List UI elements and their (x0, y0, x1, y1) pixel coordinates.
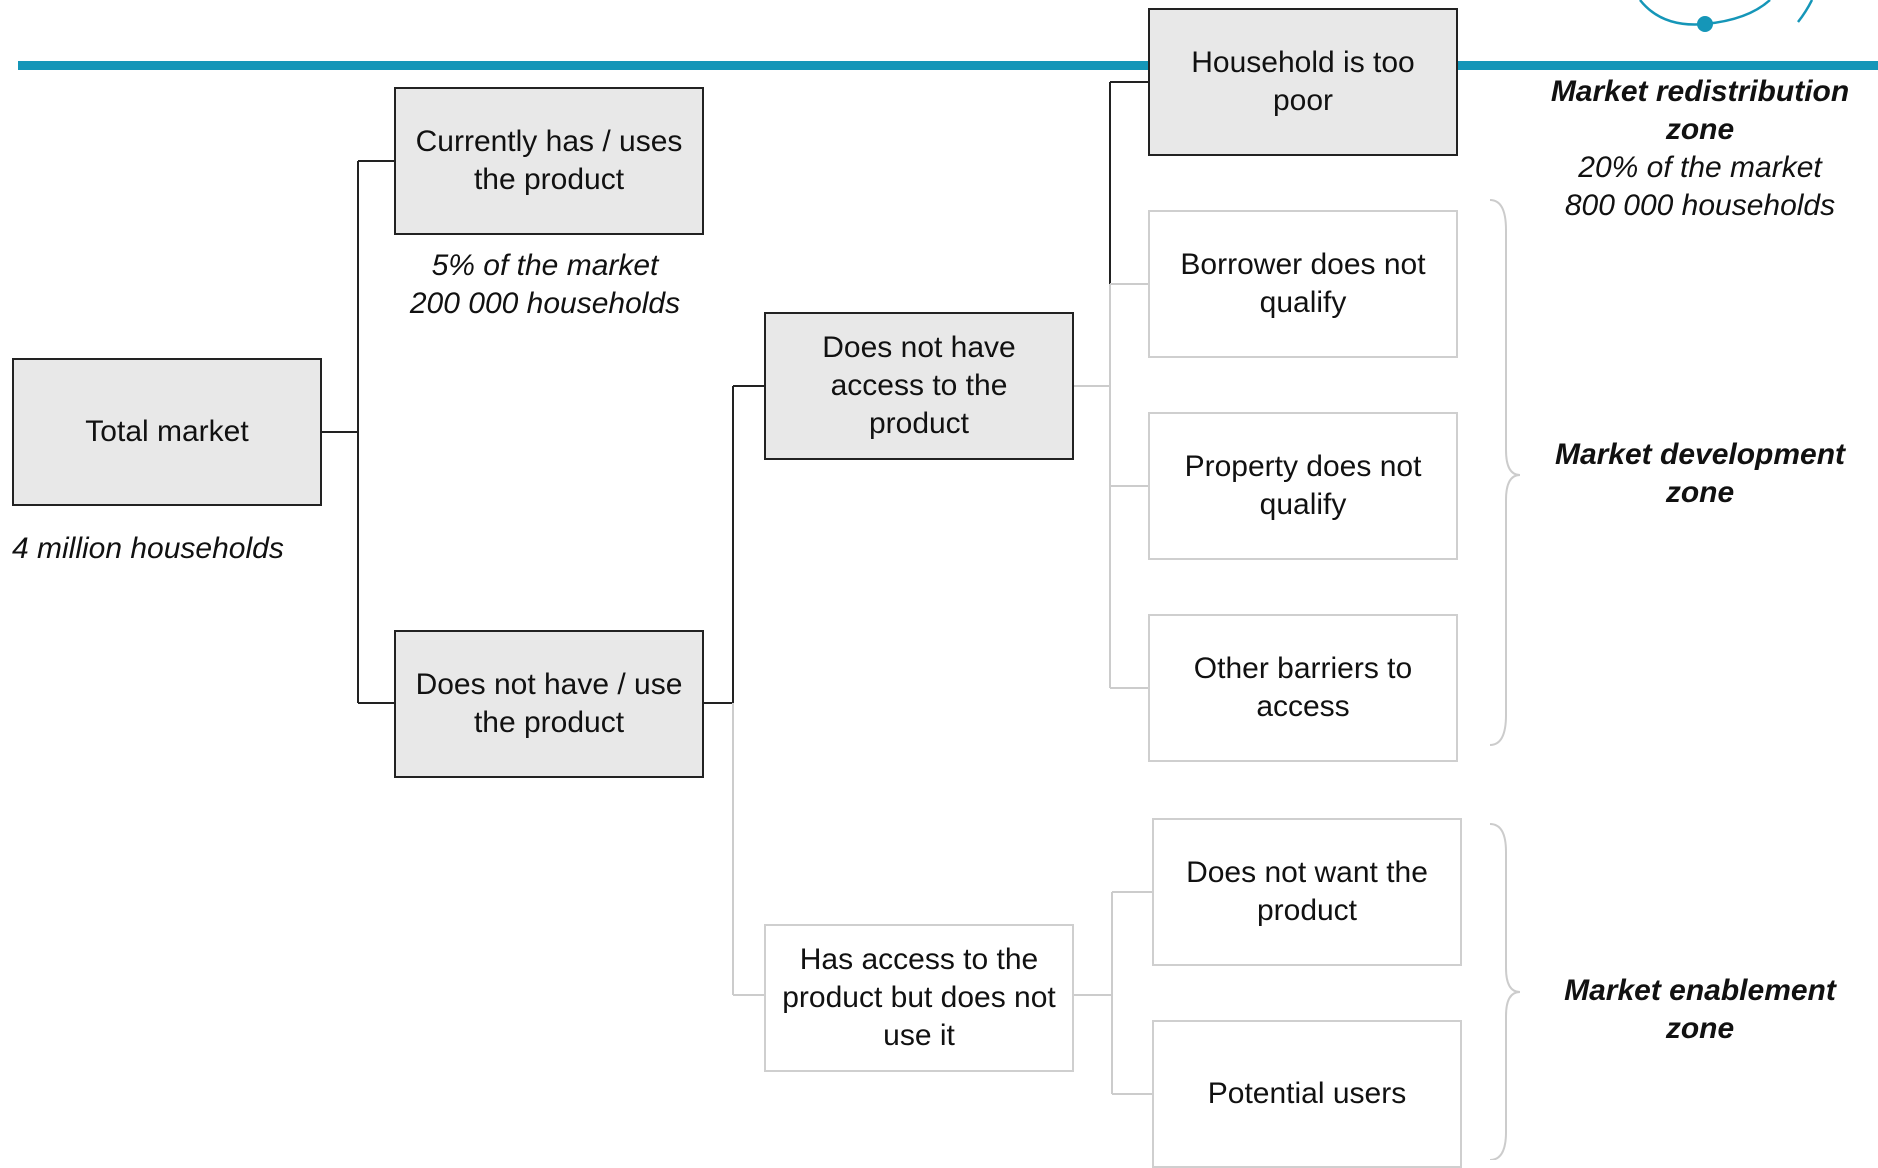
enablement-brace (1489, 823, 1521, 1160)
node-has-access-not-use: Has access to the product but does not u… (764, 924, 1074, 1072)
node-total-market-label: Total market (85, 415, 249, 448)
node-potential-users: Potential users (1152, 1020, 1462, 1168)
node-property-not-qualify: Property does not qualify (1148, 412, 1458, 560)
node-property-not-qualify-label: Property does not qualify (1184, 450, 1422, 521)
node-potential-users-label: Potential users (1207, 1077, 1407, 1110)
zone-redistribution-share: 20% of the market (1578, 151, 1822, 184)
zone-redistribution-households: 800 000 households (1564, 189, 1836, 222)
note-total-households: 4 million households (12, 532, 284, 565)
node-currently-has: Currently has / uses the product (394, 87, 704, 235)
circle-arc-logo (1639, 0, 1814, 32)
node-no-access-label: Does not have access to the product (822, 331, 1016, 440)
zone-development: Market development zone (1540, 436, 1860, 512)
zone-redistribution: Market redistribution zone 20% of the ma… (1535, 73, 1865, 225)
node-currently-has-label: Currently has / uses the product (415, 125, 683, 196)
node-not-want-label: Does not want the product (1186, 856, 1428, 927)
header-rule (18, 61, 1878, 70)
development-brace (1489, 199, 1521, 746)
node-has-access-not-use-label: Has access to the product but does not u… (782, 943, 1056, 1052)
node-borrower-not-qualify-label: Borrower does not qualify (1180, 248, 1426, 319)
node-does-not-have-use-label: Does not have / use the product (415, 668, 683, 739)
zone-development-name: Market development zone (1554, 438, 1846, 509)
node-too-poor-label: Household is too poor (1191, 46, 1415, 117)
node-not-want: Does not want the product (1152, 818, 1462, 966)
zone-enablement: Market enablement zone (1545, 972, 1855, 1048)
node-too-poor: Household is too poor (1148, 8, 1458, 156)
node-total-market: Total market (12, 358, 322, 506)
zone-redistribution-name: Market redistribution zone (1550, 75, 1850, 146)
node-other-barriers-label: Other barriers to access (1193, 652, 1413, 723)
note-current-households: 200 000 households (409, 287, 681, 320)
note-current-share-block: 5% of the market 200 000 households (380, 247, 710, 323)
node-other-barriers: Other barriers to access (1148, 614, 1458, 762)
node-does-not-have-use: Does not have / use the product (394, 630, 704, 778)
node-borrower-not-qualify: Borrower does not qualify (1148, 210, 1458, 358)
node-no-access: Does not have access to the product (764, 312, 1074, 460)
zone-enablement-name: Market enablement zone (1564, 974, 1836, 1045)
note-current-share: 5% of the market (431, 249, 659, 282)
